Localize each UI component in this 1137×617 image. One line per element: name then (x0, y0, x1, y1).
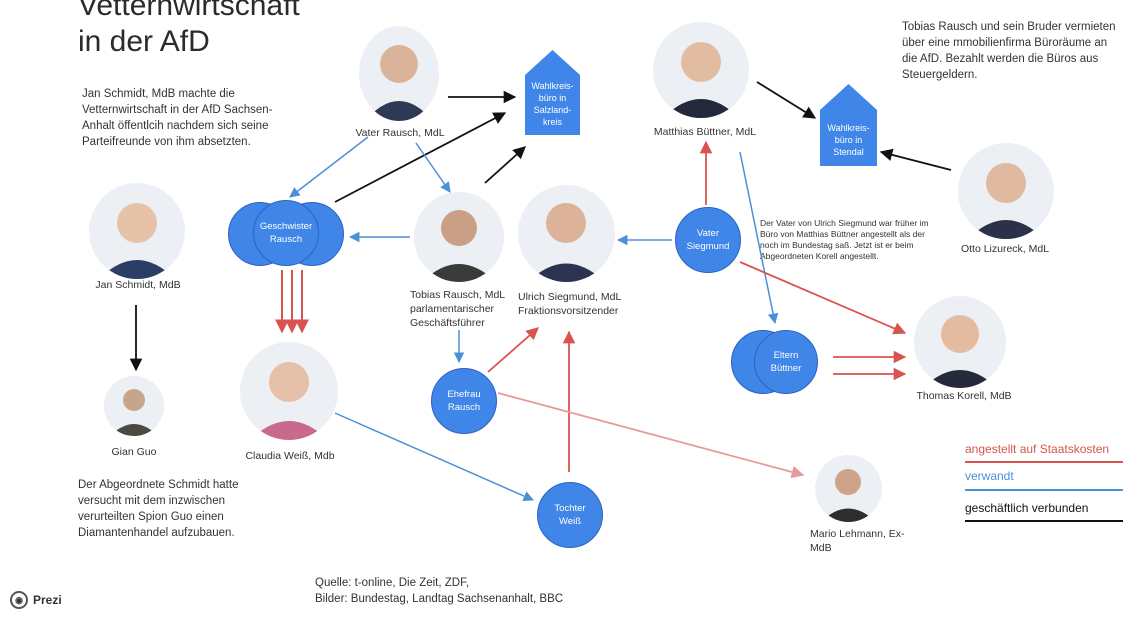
node-ehefrau-rausch-label: Ehefrau Rausch (447, 389, 481, 413)
photo-ulrich-siegmund (518, 185, 615, 282)
sources-line-2: Bilder: Bundestag, Landtag Sachsenanhalt… (315, 593, 564, 605)
label-thomas-korell: Thomas Korell, MdB (916, 390, 1012, 402)
arrow-vater-rausch-to-geschwister (289, 136, 369, 198)
photo-jan-schmidt (89, 183, 185, 279)
office-stendal-label: Wahlkreis-büro in Stendal (827, 123, 870, 157)
node-eltern-buettner: Eltern Büttner (754, 330, 818, 394)
office-salzland: Wahlkreis-büro in Salzland-kreis (525, 50, 580, 135)
house-icon (820, 84, 877, 166)
prezi-brand-label: Prezi (33, 593, 62, 607)
note-schmidt-intro: Jan Schmidt, MdB machte die Vetternwirts… (82, 88, 273, 148)
sources-line-1: Quelle: t-online, Die Zeit, ZDF, (315, 577, 470, 589)
person-icon (968, 163, 1044, 239)
page-title: Vetternwirtschaft in der AfD (78, 0, 300, 60)
photo-thomas-korell (914, 296, 1006, 388)
prezi-logo-icon: ◉ (10, 591, 28, 609)
legend-related: verwandt (965, 469, 1014, 483)
node-vater-siegmund: Vater Siegmund (675, 207, 741, 273)
legend-related-line (965, 489, 1123, 491)
photo-gian-guo (104, 376, 164, 436)
photo-otto-lizureck (958, 143, 1054, 239)
node-tochter-weiss-label: Tochter Weiß (554, 503, 586, 527)
title-line-1: Vetternwirtschaft (78, 0, 300, 22)
photo-mario-lehmann (815, 455, 882, 522)
photo-claudia-weiss (240, 342, 338, 440)
label-matthias-buettner: Matthias Büttner, MdL (653, 126, 757, 138)
label-mario-lehmann: Mario Lehmann, Ex-MdB (810, 528, 905, 554)
arrow-lizureck-to-stendal (879, 148, 952, 171)
node-eltern-buettner-label: Eltern Büttner (770, 350, 802, 374)
note-rausch-brothers: Tobias Rausch und sein Bruder vermieten … (902, 21, 1116, 81)
photo-vater-rausch (359, 26, 439, 121)
arrow-vater-siegmund-to-korell (739, 261, 907, 335)
legend-employed-line (965, 461, 1123, 463)
label-ulrich-siegmund: Ulrich Siegmund, MdL Fraktionsvorsitzend… (518, 291, 621, 317)
legend-business: geschäftlich verbunden (965, 501, 1089, 515)
node-vater-siegmund-label: Vater Siegmund (686, 228, 730, 252)
legend-employed: angestellt auf Staatskosten (965, 442, 1110, 456)
office-salzland-label: Wahlkreis-büro in Salzland-kreis (531, 81, 574, 127)
house-icon (525, 50, 580, 135)
person-icon (923, 315, 997, 388)
label-gian-guo: Gian Guo (111, 446, 157, 458)
legend-business-line (965, 520, 1123, 522)
node-tochter-weiss: Tochter Weiß (537, 482, 603, 548)
arrow-vater-rausch-to-tobias (415, 142, 451, 193)
node-geschwister-rausch: Geschwister Rausch (253, 200, 319, 266)
person-icon (422, 210, 496, 282)
person-icon (365, 45, 433, 121)
note-siegmund-father: Der Vater von Ulrich Siegmund war früher… (760, 218, 929, 261)
sources: Quelle: t-online, Die Zeit, ZDF, Bilder:… (315, 575, 563, 607)
title-line-2: in der AfD (78, 25, 210, 58)
label-vater-rausch: Vater Rausch, MdL (355, 127, 445, 139)
person-icon (663, 42, 739, 118)
node-ehefrau-rausch: Ehefrau Rausch (431, 368, 497, 434)
office-stendal: Wahlkreis-büro in Stendal (820, 84, 877, 166)
arrow-claudia-to-tochter (334, 412, 534, 502)
label-otto-lizureck: Otto Lizureck, MdL (960, 243, 1050, 255)
person-icon (528, 203, 605, 282)
photo-tobias-rausch (414, 192, 504, 282)
label-tobias-rausch: Tobias Rausch, MdL parlamentarischer Ges… (410, 289, 505, 329)
person-icon (99, 203, 175, 279)
note-guo: Der Abgeordnete Schmidt hatte versucht m… (78, 479, 239, 539)
person-icon (250, 362, 328, 440)
prezi-brand[interactable]: ◉ Prezi (10, 591, 62, 609)
label-claudia-weiss: Claudia Weiß, Mdb (245, 450, 335, 462)
person-icon (821, 469, 876, 522)
label-jan-schmidt: Jan Schmidt, MdB (95, 279, 181, 291)
node-geschwister-rausch-label: Geschwister Rausch (259, 221, 313, 245)
arrow-ehefrau-to-ulrich (487, 327, 539, 373)
arrow-buettner-to-stendal (756, 81, 817, 119)
arrow-ehefrau-to-lehmann (497, 392, 805, 479)
photo-matthias-buettner (653, 22, 749, 118)
arrow-tobias-to-salzland (484, 146, 526, 184)
person-icon (110, 389, 158, 436)
